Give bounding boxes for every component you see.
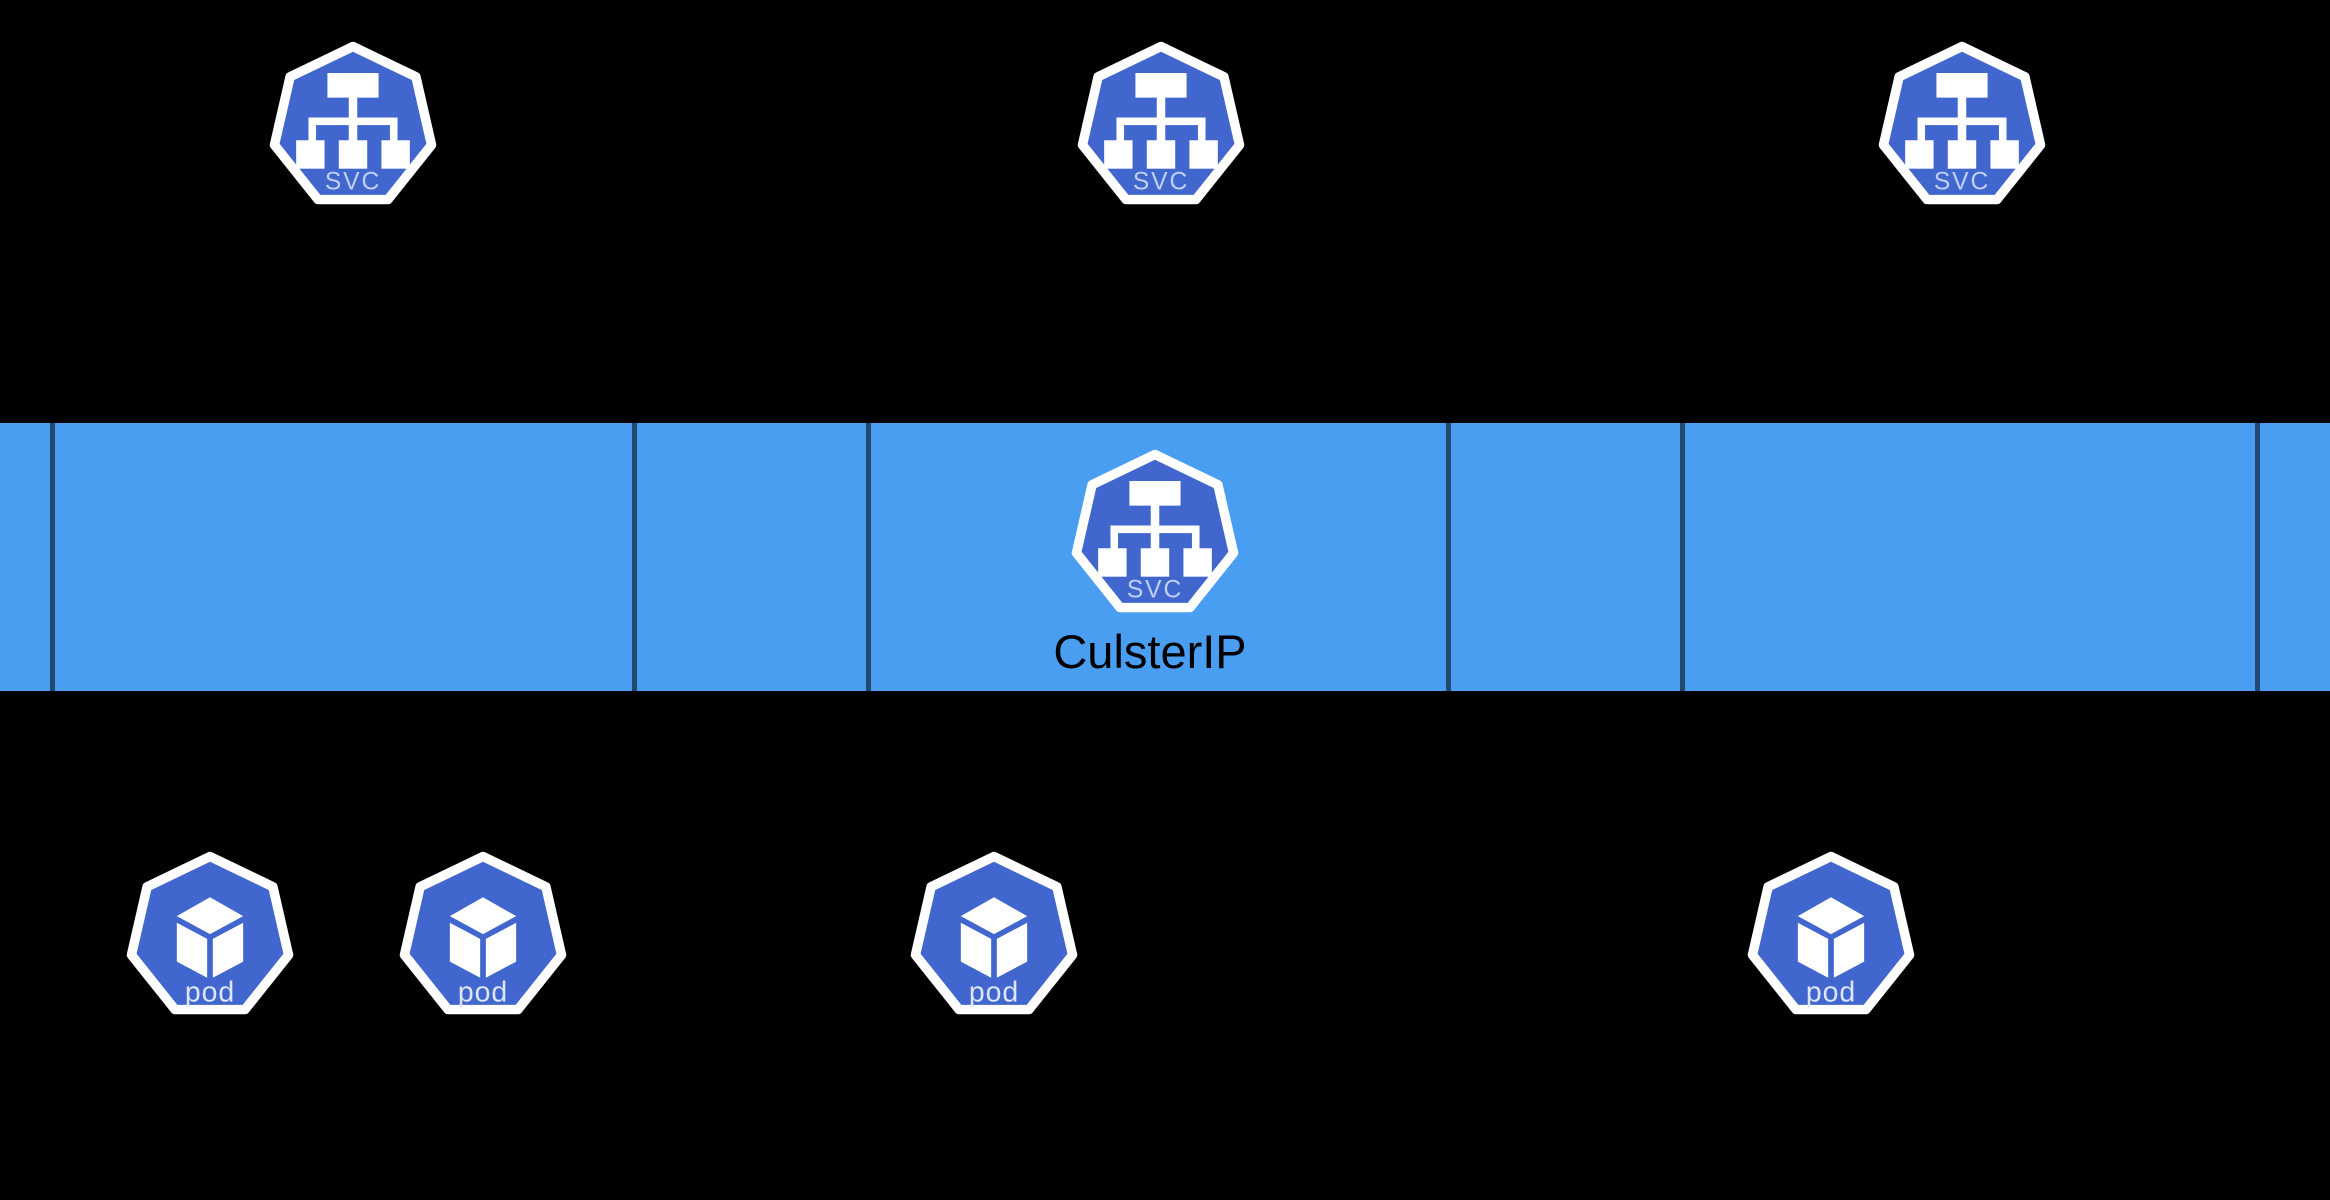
service-tree-icon — [1104, 73, 1218, 169]
cube-icon — [176, 897, 244, 978]
service-tree-icon — [296, 73, 410, 169]
service-icon-top-1: SVC — [263, 37, 443, 217]
band-divider — [49, 423, 55, 691]
service-icon-top-3: SVC — [1872, 37, 2052, 217]
band-divider — [865, 423, 871, 691]
service-tree-icon — [1905, 73, 2019, 169]
cube-icon — [1797, 897, 1865, 978]
icon-label: pod — [1806, 976, 1856, 1008]
icon-label: SVC — [1934, 169, 1990, 196]
service-icon-top-2: SVC — [1071, 37, 1251, 217]
service-icon-clusterip: SVC — [1065, 445, 1245, 625]
pod-icon-2: pod — [393, 847, 573, 1027]
band-divider — [1445, 423, 1451, 691]
band-divider — [631, 423, 637, 691]
icon-label: pod — [458, 976, 508, 1008]
band-divider — [1679, 423, 1685, 691]
icon-label: SVC — [1127, 577, 1183, 604]
icon-label: pod — [969, 976, 1019, 1008]
icon-label: SVC — [1133, 169, 1189, 196]
cube-icon — [449, 897, 517, 978]
clusterip-label: CulsterIP — [1053, 625, 1247, 678]
icon-label: pod — [185, 976, 235, 1008]
service-tree-icon — [1098, 481, 1212, 577]
band-divider — [2254, 423, 2260, 691]
pod-icon-1: pod — [120, 847, 300, 1027]
icon-label: SVC — [325, 169, 381, 196]
cube-icon — [960, 897, 1028, 978]
pod-icon-3: pod — [904, 847, 1084, 1027]
pod-icon-4: pod — [1741, 847, 1921, 1027]
